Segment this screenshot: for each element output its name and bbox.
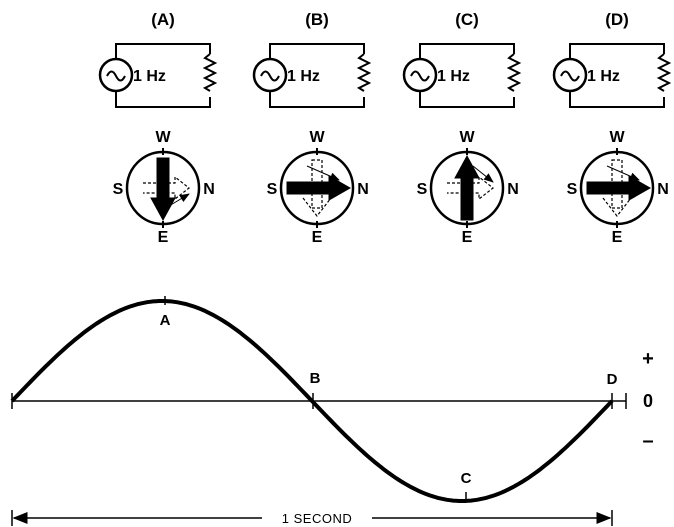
- compass-needle-icon: [150, 157, 176, 222]
- compass-needle-icon: [586, 175, 652, 201]
- ghost-needle-head-icon: [602, 197, 632, 217]
- sine-wave-icon: [410, 70, 430, 82]
- compass-bottom-label: E: [158, 229, 169, 246]
- sine-wave-icon: [260, 70, 280, 82]
- compass-right-label: N: [507, 181, 519, 198]
- circuit-wire: [569, 43, 665, 108]
- period-dimension: 1 SECOND: [11, 510, 613, 526]
- panel-title: (A): [151, 10, 175, 29]
- compass-right-label: N: [357, 181, 369, 198]
- rotation-arrow-icon: [606, 165, 640, 181]
- compass-top-label: W: [459, 129, 475, 146]
- circuit-wire: [419, 43, 515, 108]
- compass-top-label: W: [155, 129, 171, 146]
- circuit-wire: [115, 43, 211, 108]
- frequency-label: 1 Hz: [587, 68, 620, 85]
- ghost-needle-head-icon: [302, 197, 332, 217]
- rotation-arrow-icon: [168, 193, 190, 207]
- sine-wave-icon: [560, 70, 580, 82]
- compass-right-label: N: [203, 181, 215, 198]
- circuit-wire: [269, 43, 365, 108]
- resistor-icon: [356, 53, 372, 92]
- resistor-icon: [656, 53, 672, 92]
- period-label: 1 SECOND: [282, 511, 352, 526]
- panel-title: (D): [605, 10, 629, 29]
- compass-left-label: S: [417, 181, 428, 198]
- point-label-c: C: [461, 470, 472, 487]
- sine-waveform: A B C D + 0 –: [10, 296, 654, 503]
- compass-needle-icon: [454, 154, 480, 221]
- compass-bottom-label: E: [612, 229, 623, 246]
- ghost-needle-icon: [143, 175, 190, 201]
- point-label-b: B: [310, 370, 321, 387]
- ghost-needle-icon: [311, 159, 323, 209]
- frequency-label: 1 Hz: [287, 68, 320, 85]
- rotation-arrow-icon: [472, 165, 494, 183]
- panel-d: (D) 1 Hz W S N E: [552, 10, 672, 246]
- compass-bottom-label: E: [312, 229, 323, 246]
- frequency-label: 1 Hz: [437, 68, 470, 85]
- point-label-d: D: [607, 371, 618, 388]
- panel-title: (C): [455, 10, 479, 29]
- positive-sign: +: [642, 348, 654, 370]
- sine-curve: [10, 299, 614, 503]
- panel-title: (B): [305, 10, 329, 29]
- compass-top-label: W: [309, 129, 325, 146]
- compass-left-label: S: [267, 181, 278, 198]
- rotation-arrow-icon: [306, 165, 340, 181]
- resistor-icon: [202, 53, 218, 92]
- sine-wave-icon: [106, 70, 126, 82]
- compass-left-label: S: [567, 181, 578, 198]
- resistor-icon: [506, 53, 522, 92]
- negative-sign: –: [642, 430, 653, 452]
- ghost-needle-icon: [611, 159, 623, 209]
- compass-left-label: S: [113, 181, 124, 198]
- compass-top-label: W: [609, 129, 625, 146]
- compass-needle-icon: [286, 175, 352, 201]
- ghost-needle-icon: [447, 175, 494, 201]
- panel-a: (A) 1 Hz W S N E: [98, 10, 218, 246]
- point-label-a: A: [160, 312, 171, 329]
- compass-bottom-label: E: [462, 229, 473, 246]
- compass-right-label: N: [657, 181, 669, 198]
- panel-c: (C) 1 Hz W S N E: [402, 10, 522, 246]
- frequency-label: 1 Hz: [133, 68, 166, 85]
- zero-label: 0: [643, 391, 653, 411]
- panel-b: (B) 1 Hz W S N E: [252, 10, 372, 246]
